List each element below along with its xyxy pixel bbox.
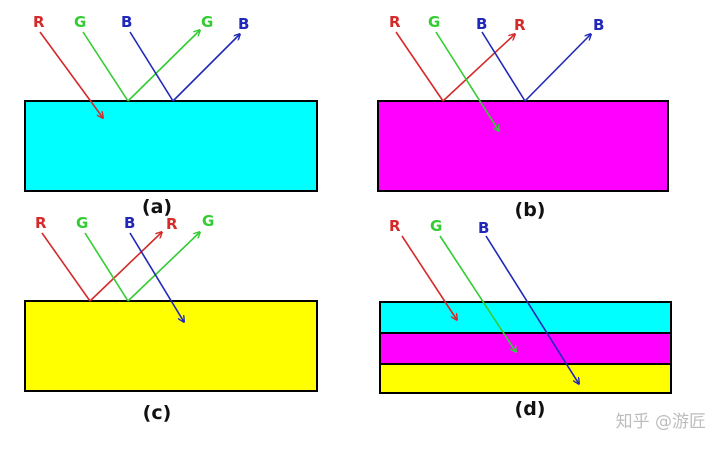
label-b-reflected: B [593, 16, 604, 34]
ray-b-reflected [172, 34, 240, 102]
caption-d: (d) [515, 398, 546, 420]
watermark: 知乎 @游匠 [616, 412, 706, 432]
label-g: G [430, 217, 442, 235]
ray-r-incident [401, 235, 457, 320]
label-g-reflected: G [202, 212, 214, 230]
label-g: G [428, 13, 440, 31]
label-b: B [478, 219, 489, 237]
label-r-reflected: R [166, 215, 178, 233]
label-r: R [33, 13, 45, 31]
label-b: B [476, 15, 487, 33]
ray-b-incident [129, 31, 174, 102]
ray-g-incident [439, 235, 516, 352]
ray-b-incident [481, 31, 526, 102]
filter-layer-yellow [379, 363, 672, 394]
ray-g-incident [435, 31, 499, 131]
label-g-reflected: G [201, 13, 213, 31]
label-g: G [76, 214, 88, 232]
label-r-reflected: R [514, 16, 526, 34]
ray-b-incident [485, 235, 579, 384]
label-b: B [121, 13, 132, 31]
caption-c: (c) [143, 402, 172, 424]
caption-b: (b) [515, 199, 546, 221]
ray-r-incident [39, 31, 103, 118]
caption-a: (a) [142, 196, 172, 218]
label-r: R [389, 217, 401, 235]
ray-r-incident [41, 232, 91, 302]
panel-c: R G B R G (c) [24, 212, 318, 424]
ray-g-reflected [127, 30, 200, 102]
filter-layer-cyan [24, 100, 318, 192]
panel-a: R G B G B (a) [24, 13, 318, 218]
ray-r-reflected [89, 232, 162, 302]
panel-b: R G B R B (b) [377, 13, 669, 221]
ray-g-incident [82, 31, 129, 102]
ray-r-reflected [442, 34, 515, 102]
label-r: R [35, 214, 47, 232]
ray-b-reflected [524, 34, 591, 102]
filter-layer-magenta [377, 100, 669, 192]
label-r: R [389, 13, 401, 31]
filter-layer-magenta [379, 332, 672, 365]
filter-layer-yellow [24, 300, 318, 392]
label-g: G [74, 13, 86, 31]
ray-b-incident [129, 232, 184, 322]
ray-g-reflected [127, 232, 200, 302]
ray-g-incident [84, 232, 129, 302]
ray-r-incident [395, 31, 444, 102]
label-b: B [124, 214, 135, 232]
label-b-reflected: B [238, 15, 249, 33]
filter-layer-cyan [379, 301, 672, 334]
panel-d: R G B (d) [379, 217, 672, 420]
